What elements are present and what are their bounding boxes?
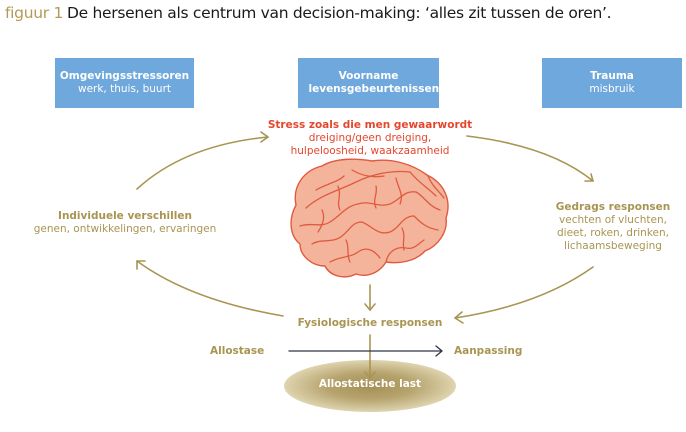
arrowhead — [584, 173, 594, 182]
box-detail: werk, thuis, buurt — [77, 83, 172, 95]
stress-line-2: hulpeloosheid, waakzaamheid — [290, 145, 450, 157]
behavior-heading: Gedrags responsen — [555, 201, 671, 213]
arrowhead — [136, 260, 146, 270]
box-detail: misbruik — [589, 83, 635, 95]
physiological-heading: Fysiologische responsen — [297, 317, 443, 329]
box-heading: Voorname levensgebeurtenissen — [308, 70, 440, 95]
box-heading: Trauma — [590, 70, 634, 82]
arrow-physiological-to-individual — [136, 260, 284, 317]
individual-detail: genen, ontwikkelingen, ervaringen — [33, 223, 217, 235]
allostatic-load-label: Allostatische last — [318, 378, 422, 390]
arrowhead — [364, 371, 376, 379]
arrowhead — [454, 311, 464, 324]
individual-differences: Individuele verschillen genen, ontwikkel… — [20, 210, 230, 236]
behavioral-responses: Gedrags responsen vechten of vluchten, d… — [540, 201, 686, 253]
arrowhead — [260, 131, 269, 143]
arrow-stress-to-behavior — [466, 135, 594, 182]
behavior-line-3: lichaamsbeweging — [564, 240, 662, 252]
stress-perception: Stress zoals die men gewaarwordt dreigin… — [250, 119, 490, 158]
behavior-line-2: dieet, roken, drinken, — [556, 227, 669, 239]
adaptation-text: Aanpassing — [454, 345, 523, 357]
allostasis-text: Allostase — [210, 345, 265, 357]
box-environmental-stressors: Omgevingsstressoren werk, thuis, buurt — [55, 58, 194, 108]
behavior-line-1: vechten of vluchten, — [559, 214, 667, 226]
arrow-individual-to-stress — [136, 136, 269, 190]
box-heading: Omgevingsstressoren — [59, 70, 190, 82]
physiological-responses: Fysiologische responsen — [270, 317, 470, 330]
individual-heading: Individuele verschillen — [58, 210, 192, 222]
figure-label: figuur 1 — [5, 4, 64, 22]
allostasis-label: Allostase — [210, 345, 280, 358]
arrowhead — [364, 303, 376, 311]
box-major-life-events: Voorname levensgebeurtenissen — [298, 58, 439, 108]
figure-caption: De hersenen als centrum van decision-mak… — [67, 4, 612, 22]
arrow-behavior-to-physiological — [454, 266, 594, 319]
box-trauma: Trauma misbruik — [542, 58, 682, 108]
stress-line-1: dreiging/geen dreiging, — [308, 132, 432, 144]
adaptation-label: Aanpassing — [454, 345, 534, 358]
arrowhead — [435, 345, 443, 357]
stress-heading: Stress zoals die men gewaarwordt — [267, 119, 473, 131]
brain-icon — [290, 158, 449, 278]
